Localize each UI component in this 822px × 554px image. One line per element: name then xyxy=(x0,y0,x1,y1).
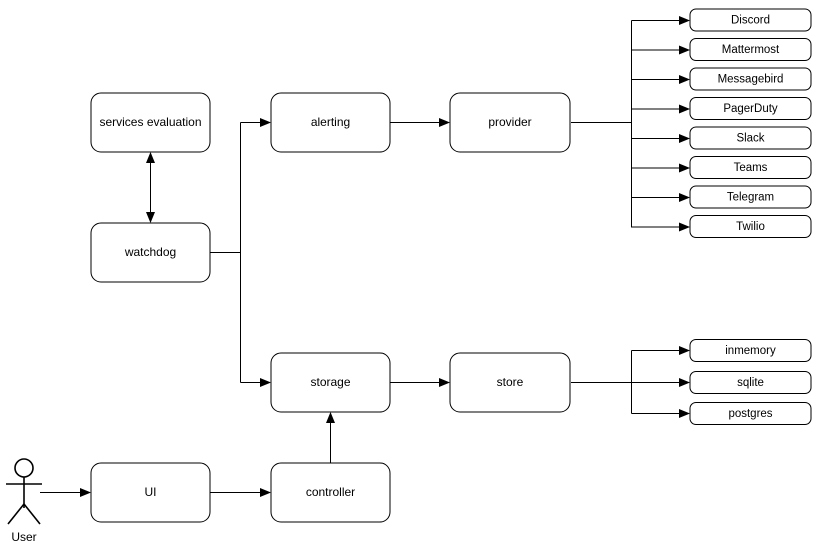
node-services-evaluation-label: services evaluation xyxy=(99,115,201,129)
node-watchdog-box[interactable] xyxy=(90,222,211,283)
node-ui-label: UI xyxy=(145,485,157,499)
node-alerting-label: alerting xyxy=(311,115,350,129)
provider-target-item[interactable]: Telegram xyxy=(689,185,812,209)
node-store-label: store xyxy=(497,375,524,389)
actor-user-label: User xyxy=(11,530,36,544)
edge-watchdog-services-evaluation xyxy=(146,152,155,223)
node-provider-box[interactable] xyxy=(449,92,571,153)
node-controller-label: controller xyxy=(306,485,355,499)
edge-user-ui xyxy=(40,488,91,497)
edge-watchdog-branch xyxy=(210,118,271,387)
provider-target-label: Messagebird xyxy=(718,74,784,86)
provider-target-box[interactable] xyxy=(689,126,812,150)
node-storage-box[interactable] xyxy=(270,352,391,413)
provider-target-box[interactable] xyxy=(689,156,812,179)
provider-target-box[interactable] xyxy=(689,38,812,61)
actor-leg-left xyxy=(7,503,25,525)
provider-target-label: Twilio xyxy=(736,221,765,233)
edge-controller-storage xyxy=(326,412,335,463)
node-ui-box[interactable] xyxy=(90,462,211,523)
store-target-item[interactable]: postgres xyxy=(689,402,812,425)
edge-alerting-provider xyxy=(390,118,450,127)
provider-target-label: Mattermost xyxy=(722,44,780,56)
provider-target-item[interactable]: PagerDuty xyxy=(689,97,812,120)
store-target-label: sqlite xyxy=(737,377,764,389)
node-provider[interactable]: provider xyxy=(449,92,571,153)
provider-target-item[interactable]: Twilio xyxy=(689,215,812,238)
node-services-evaluation-box[interactable] xyxy=(90,92,211,153)
provider-target-label: Teams xyxy=(734,162,768,174)
node-store[interactable]: store xyxy=(449,352,571,413)
actor-leg-right xyxy=(23,503,41,525)
node-storage[interactable]: storage xyxy=(270,352,391,413)
store-target-box[interactable] xyxy=(689,402,812,425)
store-targets-group: inmemory sqlite postgres xyxy=(689,339,812,425)
edge-ui-controller xyxy=(210,488,271,497)
provider-target-box[interactable] xyxy=(689,185,812,209)
store-target-box[interactable] xyxy=(689,371,812,394)
connectors-layer xyxy=(40,16,690,497)
provider-target-item[interactable]: Discord xyxy=(689,8,812,32)
node-watchdog[interactable]: watchdog xyxy=(90,222,211,283)
actor-head-icon xyxy=(14,458,34,478)
node-services-evaluation[interactable]: services evaluation xyxy=(90,92,211,153)
provider-target-box[interactable] xyxy=(689,67,812,91)
provider-target-label: PagerDuty xyxy=(723,103,778,115)
actor-user[interactable]: User xyxy=(6,458,42,544)
provider-target-item[interactable]: Slack xyxy=(689,126,812,150)
provider-target-item[interactable]: Messagebird xyxy=(689,67,812,91)
node-controller-box[interactable] xyxy=(270,462,391,523)
provider-target-box[interactable] xyxy=(689,8,812,32)
edge-store-bus xyxy=(571,346,690,418)
node-provider-label: provider xyxy=(488,115,531,129)
node-alerting[interactable]: alerting xyxy=(270,92,391,153)
edge-provider-bus xyxy=(571,16,690,232)
store-target-label: inmemory xyxy=(725,345,776,357)
edge-storage-store xyxy=(390,378,450,387)
provider-target-item[interactable]: Teams xyxy=(689,156,812,179)
provider-target-label: Telegram xyxy=(727,192,774,204)
node-alerting-box[interactable] xyxy=(270,92,391,153)
node-controller[interactable]: controller xyxy=(270,462,391,523)
node-store-box[interactable] xyxy=(449,352,571,413)
node-watchdog-label: watchdog xyxy=(124,245,176,259)
store-target-box[interactable] xyxy=(689,339,812,362)
provider-target-item[interactable]: Mattermost xyxy=(689,38,812,61)
node-storage-label: storage xyxy=(310,375,350,389)
provider-target-label: Discord xyxy=(731,15,770,27)
store-target-item[interactable]: sqlite xyxy=(689,371,812,394)
store-target-item[interactable]: inmemory xyxy=(689,339,812,362)
provider-target-box[interactable] xyxy=(689,215,812,238)
node-ui[interactable]: UI xyxy=(90,462,211,523)
provider-targets-group: Discord Mattermost Messagebird PagerDuty… xyxy=(689,8,812,238)
provider-target-box[interactable] xyxy=(689,97,812,120)
store-target-label: postgres xyxy=(728,408,772,420)
provider-target-label: Slack xyxy=(736,133,764,145)
